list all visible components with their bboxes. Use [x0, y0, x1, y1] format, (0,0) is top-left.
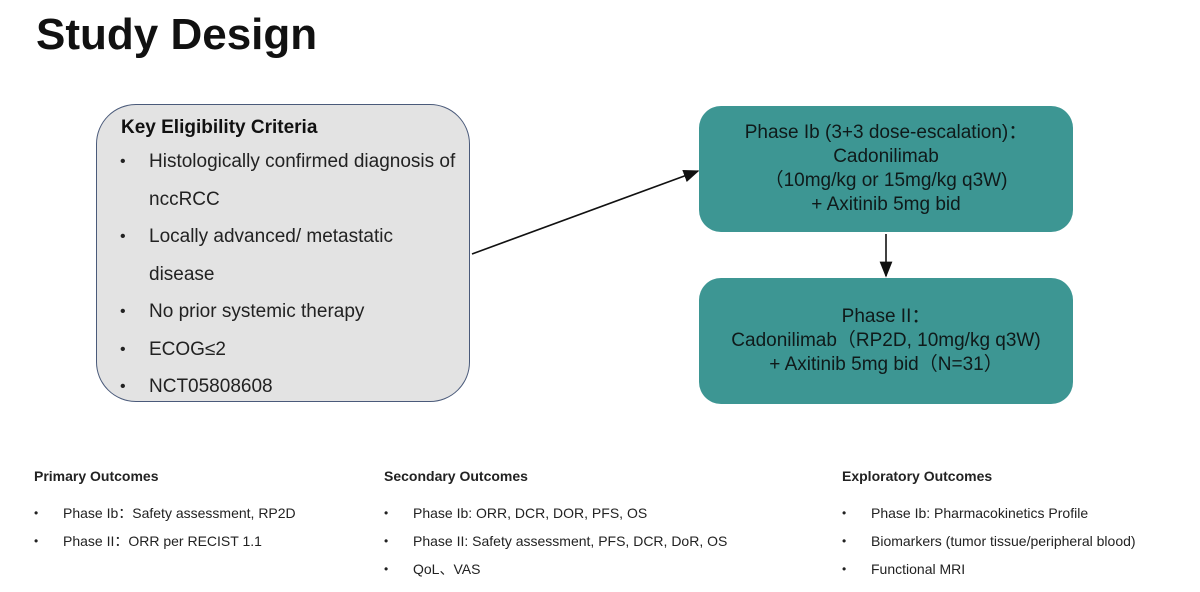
phase-ib-line: Cadonilimab	[833, 146, 939, 167]
criteria-item: No prior systemic therapy	[117, 293, 459, 331]
outcome-item: QoL、VAS	[384, 555, 727, 583]
criteria-item: Histologically confirmed diagnosis of nc…	[117, 143, 459, 218]
outcome-item: Phase Ib: ORR, DCR, DOR, PFS, OS	[384, 499, 727, 527]
phase-ii-box: Phase II： Cadonilimab（RP2D, 10mg/kg q3W)…	[699, 278, 1073, 404]
criteria-to-phase1-arrow	[471, 169, 700, 255]
criteria-item: Locally advanced/ metastatic disease	[117, 218, 459, 293]
phase-ib-box: Phase Ib (3+3 dose-escalation)： Cadonili…	[699, 106, 1073, 232]
phase-ii-line: Phase II：	[841, 306, 931, 327]
secondary-outcomes-title: Secondary Outcomes	[384, 468, 528, 484]
criteria-item: NCT05808608	[117, 368, 459, 406]
page-title: Study Design	[36, 10, 318, 59]
primary-outcomes-title: Primary Outcomes	[34, 468, 159, 484]
exploratory-outcomes-title: Exploratory Outcomes	[842, 468, 993, 484]
secondary-outcomes: Secondary Outcomes Phase Ib: ORR, DCR, D…	[384, 468, 727, 583]
phase-ib-line: Phase Ib (3+3 dose-escalation)：	[744, 122, 1028, 143]
phase-ii-line: + Axitinib 5mg bid（N=31）	[769, 354, 1003, 375]
outcome-item: Phase Ib：Safety assessment, RP2D	[34, 499, 296, 527]
phase-ii-line: Cadonilimab（RP2D, 10mg/kg q3W)	[731, 330, 1041, 351]
outcome-item: Phase II: Safety assessment, PFS, DCR, D…	[384, 527, 727, 555]
criteria-item: ECOG≤2	[117, 331, 459, 369]
outcome-item: Phase Ib: Pharmacokinetics Profile	[842, 499, 1136, 527]
exploratory-outcomes: Exploratory Outcomes Phase Ib: Pharmacok…	[842, 468, 1136, 583]
phase-ib-line: （10mg/kg or 15mg/kg q3W)	[764, 170, 1008, 191]
outcome-item: Biomarkers (tumor tissue/peripheral bloo…	[842, 527, 1136, 555]
criteria-title: Key Eligibility Criteria	[121, 117, 318, 138]
outcome-item: Functional MRI	[842, 555, 1136, 583]
outcome-item: Phase II：ORR per RECIST 1.1	[34, 527, 296, 555]
primary-outcomes: Primary Outcomes Phase Ib：Safety assessm…	[34, 468, 296, 555]
phase-ib-line: + Axitinib 5mg bid	[811, 194, 961, 215]
criteria-list: Histologically confirmed diagnosis of nc…	[117, 143, 459, 406]
eligibility-criteria-box: Key Eligibility Criteria Histologically …	[96, 104, 470, 405]
